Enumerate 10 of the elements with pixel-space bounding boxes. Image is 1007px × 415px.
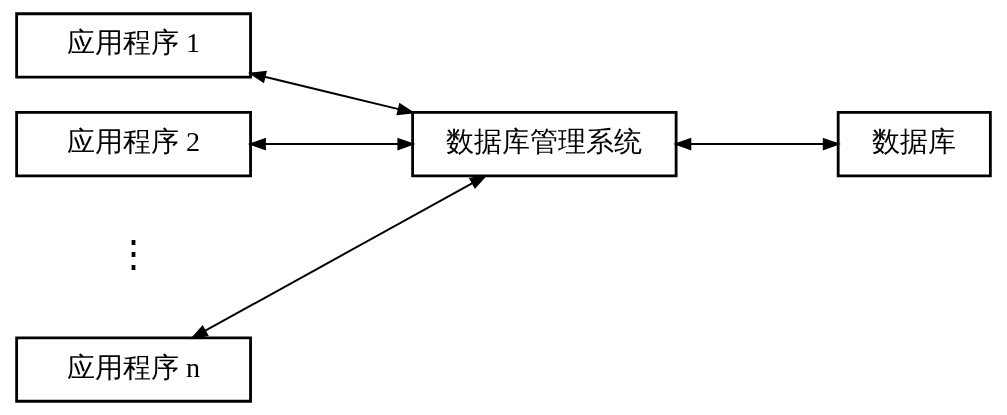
arrow: [673, 137, 841, 151]
arrow: [247, 70, 416, 116]
node-box: 应用程序 2: [15, 110, 252, 178]
node-box: 数据库: [836, 110, 992, 178]
node-box: 应用程序 1: [15, 12, 252, 79]
arrow: [189, 174, 488, 340]
node-box: 数据库管理系统: [411, 110, 678, 178]
node-box: 应用程序 n: [15, 336, 252, 403]
arrow: [247, 137, 416, 151]
label: ⋮: [115, 232, 153, 274]
